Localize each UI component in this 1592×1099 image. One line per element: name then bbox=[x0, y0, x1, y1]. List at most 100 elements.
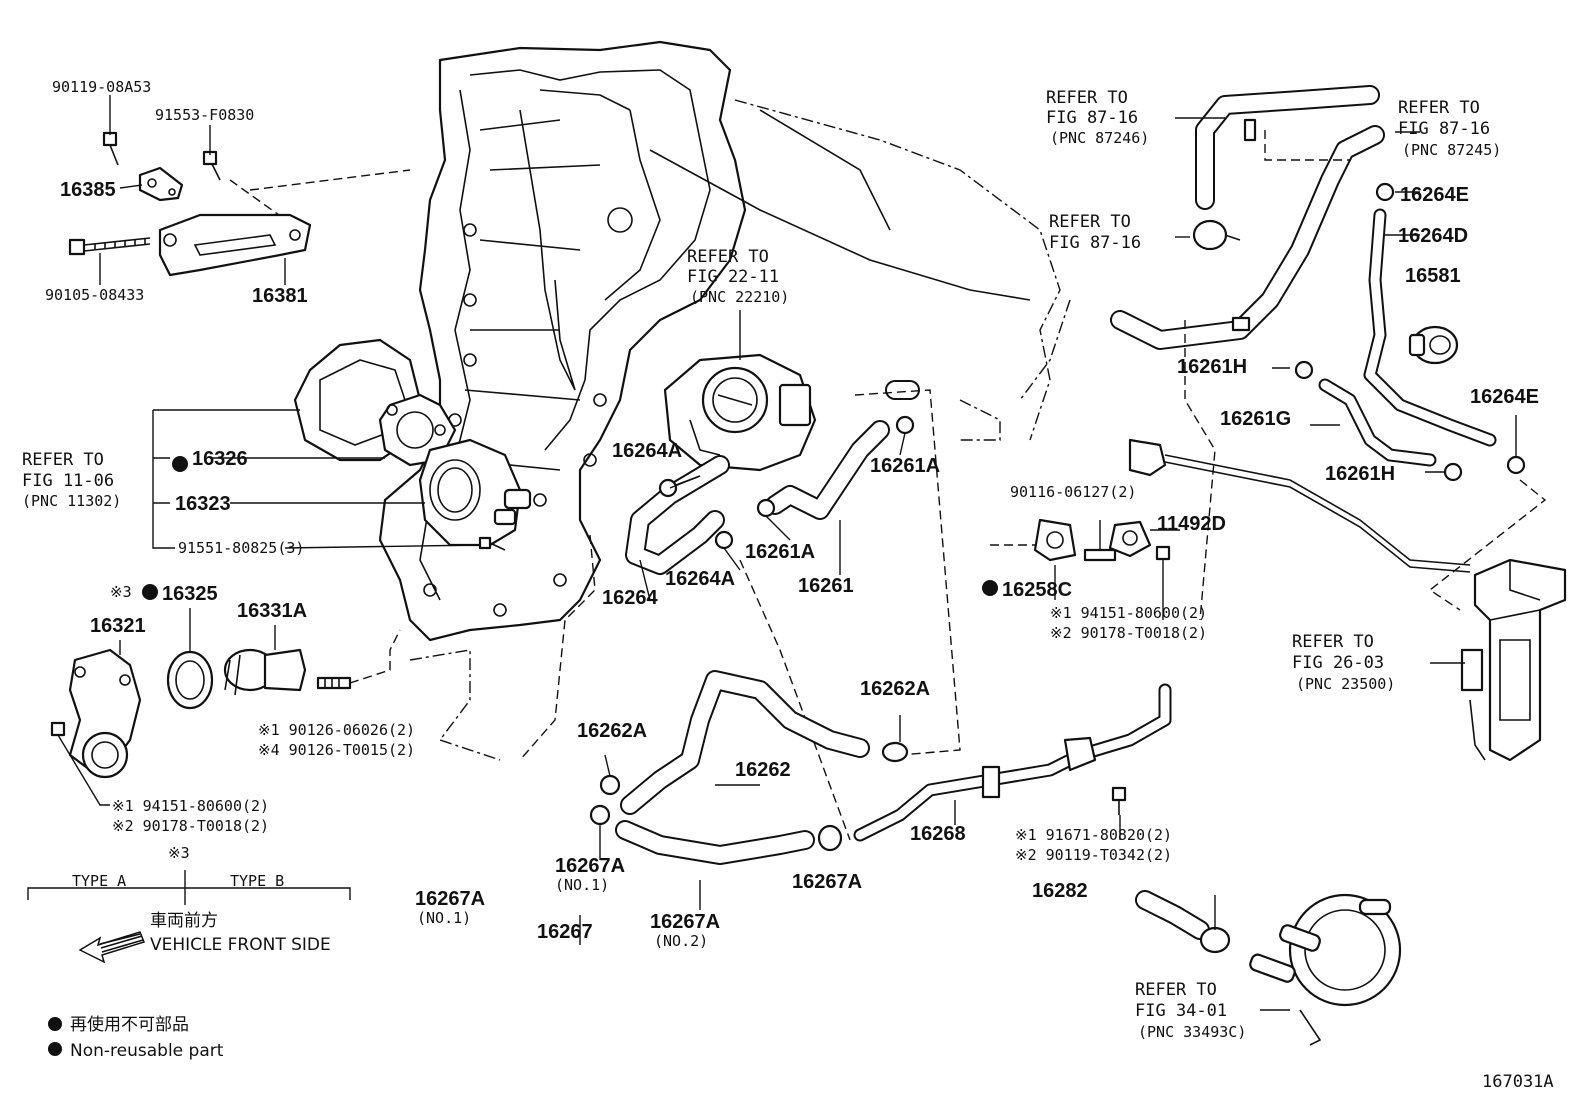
part-labels: 90119-08A53 91553-F0830 16385 90105-0843… bbox=[22, 78, 1539, 1041]
joint-16581 bbox=[1408, 325, 1459, 365]
bolt-91553-F0830 bbox=[202, 150, 221, 181]
label-16267A-left-sub: (NO.1) bbox=[417, 909, 471, 927]
bracket-16381 bbox=[158, 213, 312, 277]
ref-3401-line1: REFER TO bbox=[1135, 980, 1217, 1000]
label-16326: 16326 bbox=[192, 448, 248, 470]
label-16262A-right: 16262A bbox=[860, 678, 930, 700]
ref-8716a-line1: REFER TO bbox=[1046, 88, 1128, 108]
ref-3401-line2: FIG 34-01 bbox=[1135, 1001, 1227, 1021]
hose-16264 bbox=[625, 455, 730, 575]
label-16261: 16261 bbox=[798, 575, 854, 597]
hose-16261G bbox=[1318, 378, 1437, 467]
legend-dot-icon bbox=[48, 1017, 62, 1031]
bolt-90105-08433 bbox=[68, 237, 151, 256]
bolt-91551-80825 bbox=[478, 536, 506, 551]
ref-8716c-line1: REFER TO bbox=[1049, 212, 1131, 232]
mark-3-16325: ※3 bbox=[110, 583, 132, 601]
water-outlet-16321 bbox=[68, 648, 142, 779]
ref-1106-line1: REFER TO bbox=[22, 450, 104, 470]
egr-valve bbox=[1460, 558, 1567, 762]
clamp-16264E-lower bbox=[1506, 455, 1526, 475]
label-490126-T0015: ※4 90126-T0015(2) bbox=[258, 741, 415, 759]
label-91671-80820: ※1 91671-80820(2) bbox=[1015, 826, 1172, 844]
label-16323: 16323 bbox=[175, 493, 231, 515]
label-16261G: 16261G bbox=[1220, 408, 1291, 430]
label-16264E-lower: 16264E bbox=[1470, 386, 1539, 408]
bolt-90119-08A53 bbox=[102, 131, 119, 166]
water-inlet-16323 bbox=[418, 438, 532, 547]
ref-1106-line3: (PNC 11302) bbox=[22, 492, 121, 510]
label-16325: 16325 bbox=[162, 583, 218, 605]
vehicle-front-arrow-icon bbox=[78, 931, 145, 964]
gasket-16258C bbox=[1033, 518, 1077, 562]
hose-16267 bbox=[615, 820, 815, 865]
stud-90126 bbox=[316, 676, 352, 690]
label-90105-08433: 90105-08433 bbox=[45, 286, 144, 304]
ref-2211-line2: FIG 22-11 bbox=[687, 267, 779, 287]
label-91553-F0830: 91553-F0830 bbox=[155, 106, 254, 124]
label-90119-T0342: ※2 90119-T0342(2) bbox=[1015, 846, 1172, 864]
cylinder-head-outline bbox=[409, 99, 1061, 761]
gasket-11492D bbox=[1108, 520, 1152, 558]
label-16267A-no2-sub: (NO.2) bbox=[654, 932, 708, 950]
legend-dot-icon-2 bbox=[48, 1042, 62, 1056]
legend-front-en: VEHICLE FRONT SIDE bbox=[150, 935, 331, 955]
ref-1106-line2: FIG 11-06 bbox=[22, 471, 114, 491]
label-90178-T0018-right: ※2 90178-T0018(2) bbox=[1050, 624, 1207, 642]
label-90178-T0018-left: ※2 90178-T0018(2) bbox=[112, 817, 269, 835]
diagram-id: 167031A bbox=[1482, 1072, 1554, 1092]
oil-cooler bbox=[1249, 893, 1402, 1046]
label-16267A-no2: 16267A bbox=[650, 911, 720, 933]
ref-2211-line3: (PNC 22210) bbox=[690, 288, 789, 306]
ref-8716b-line1: REFER TO bbox=[1398, 98, 1480, 118]
label-16385: 16385 bbox=[60, 179, 116, 201]
non-reusable-dot-16325 bbox=[142, 584, 158, 600]
type-table-mark: ※3 bbox=[168, 844, 190, 862]
legend-nonreuse-en: Non-reusable part bbox=[70, 1041, 224, 1061]
clamp-16262A-left bbox=[599, 774, 621, 796]
egr-pipe bbox=[1128, 438, 1471, 573]
pipe-16268 bbox=[853, 683, 1172, 842]
leader-lines bbox=[27, 95, 1517, 1011]
label-16264E-upper: 16264E bbox=[1400, 184, 1469, 206]
label-90116-06127: 90116-06127(2) bbox=[1010, 483, 1136, 501]
legend-nonreuse-jp: 再使用不可部品 bbox=[70, 1014, 189, 1035]
non-reusable-dot-16258C bbox=[982, 580, 998, 596]
label-16264A-lower: 16264A bbox=[665, 568, 735, 590]
label-16267: 16267 bbox=[537, 921, 593, 943]
ref-8716a-line2: FIG 87-16 bbox=[1046, 108, 1138, 128]
clamp-16261A-lower bbox=[756, 498, 776, 518]
hose-16262 bbox=[620, 670, 870, 815]
plate-16385 bbox=[138, 166, 184, 202]
clamp-16261H-upper bbox=[1294, 360, 1314, 380]
bolt-91671-80820 bbox=[1111, 786, 1127, 815]
label-16258C: 16258C bbox=[1002, 579, 1072, 601]
hose-16261 bbox=[765, 380, 920, 520]
label-16261A-upper: 16261A bbox=[870, 455, 940, 477]
nut-94151-right bbox=[1155, 545, 1171, 561]
label-11492D: 11492D bbox=[1157, 513, 1226, 535]
gasket-16325 bbox=[166, 650, 214, 710]
label-16264A-upper: 16264A bbox=[612, 440, 682, 462]
label-16331A: 16331A bbox=[237, 600, 307, 622]
label-16321: 16321 bbox=[90, 615, 146, 637]
clamp-16264E-upper bbox=[1375, 182, 1395, 202]
ref-2603-line1: REFER TO bbox=[1292, 632, 1374, 652]
label-16264: 16264 bbox=[602, 587, 658, 609]
non-reusable-dot-16326 bbox=[172, 456, 188, 472]
label-94151-80600-right: ※1 94151-80600(2) bbox=[1050, 604, 1207, 622]
ref-8716b-line3: (PNC 87245) bbox=[1402, 141, 1501, 159]
label-90119-08A53: 90119-08A53 bbox=[52, 78, 151, 96]
ref-3401-line3: (PNC 33493C) bbox=[1138, 1023, 1246, 1041]
label-16267A-left: 16267A bbox=[415, 888, 485, 910]
ref-8716c-line2: FIG 87-16 bbox=[1049, 233, 1141, 253]
clamp-16267A-right bbox=[817, 824, 843, 852]
label-16267A-right: 16267A bbox=[792, 871, 862, 893]
hose-16264D bbox=[1363, 208, 1497, 447]
thermostat-16331A bbox=[223, 648, 307, 696]
heater-hose-upper bbox=[1110, 85, 1385, 350]
ref-8716b-line2: FIG 87-16 bbox=[1398, 119, 1490, 139]
ref-8716a-line3: (PNC 87246) bbox=[1050, 129, 1149, 147]
label-16261A-lower: 16261A bbox=[745, 541, 815, 563]
label-16267A-center-sub: (NO.1) bbox=[555, 876, 609, 894]
